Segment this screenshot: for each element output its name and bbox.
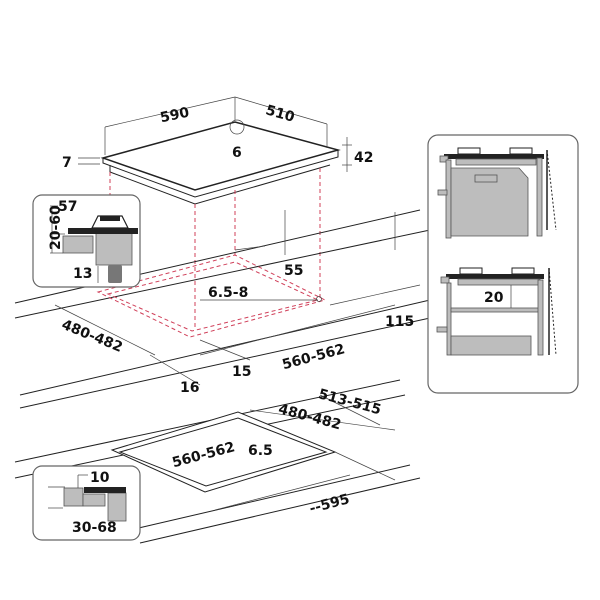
- label-worktop-thickness: 20-60: [48, 205, 64, 250]
- label-outer-width: --595: [308, 491, 352, 517]
- flush-cutout-view: [14, 379, 421, 544]
- label-front-clearance-b: 15: [232, 364, 251, 380]
- label-corner-radius: 6: [232, 145, 242, 161]
- worktop-cutout-view: [14, 209, 431, 409]
- label-gap: 20: [484, 290, 504, 306]
- gas-valve-icon: [108, 265, 122, 283]
- label-cutout-depth: 480-482: [59, 317, 125, 356]
- flush-thickness-inset: [32, 465, 141, 541]
- hob-3d-view: [78, 96, 352, 205]
- projection-lines: [109, 168, 321, 330]
- label-gas-clearance: 13: [73, 266, 92, 282]
- label-hob-width: 590: [159, 105, 191, 127]
- corner-detail-circle: [229, 119, 245, 135]
- label-flush-radius: 6.5: [248, 443, 273, 459]
- label-cutout-radius: 6.5-8: [208, 285, 248, 301]
- label-front-thickness: 7: [62, 155, 72, 171]
- label-top-offset: 57: [58, 199, 77, 215]
- label-flush-step: 10: [90, 470, 110, 486]
- label-total-height: 42: [354, 150, 373, 166]
- label-flush-worktop-thickness: 30-68: [72, 520, 117, 536]
- label-front-clearance-a: 16: [180, 380, 199, 396]
- label-rear-clearance: 55: [284, 263, 303, 279]
- label-hob-depth: 510: [264, 102, 297, 126]
- label-side-clearance: 115: [385, 314, 414, 330]
- worktop-thickness-inset: [32, 194, 141, 288]
- label-cutout-width: 560-562: [281, 341, 347, 373]
- cabinet-installation-inset: [427, 134, 579, 394]
